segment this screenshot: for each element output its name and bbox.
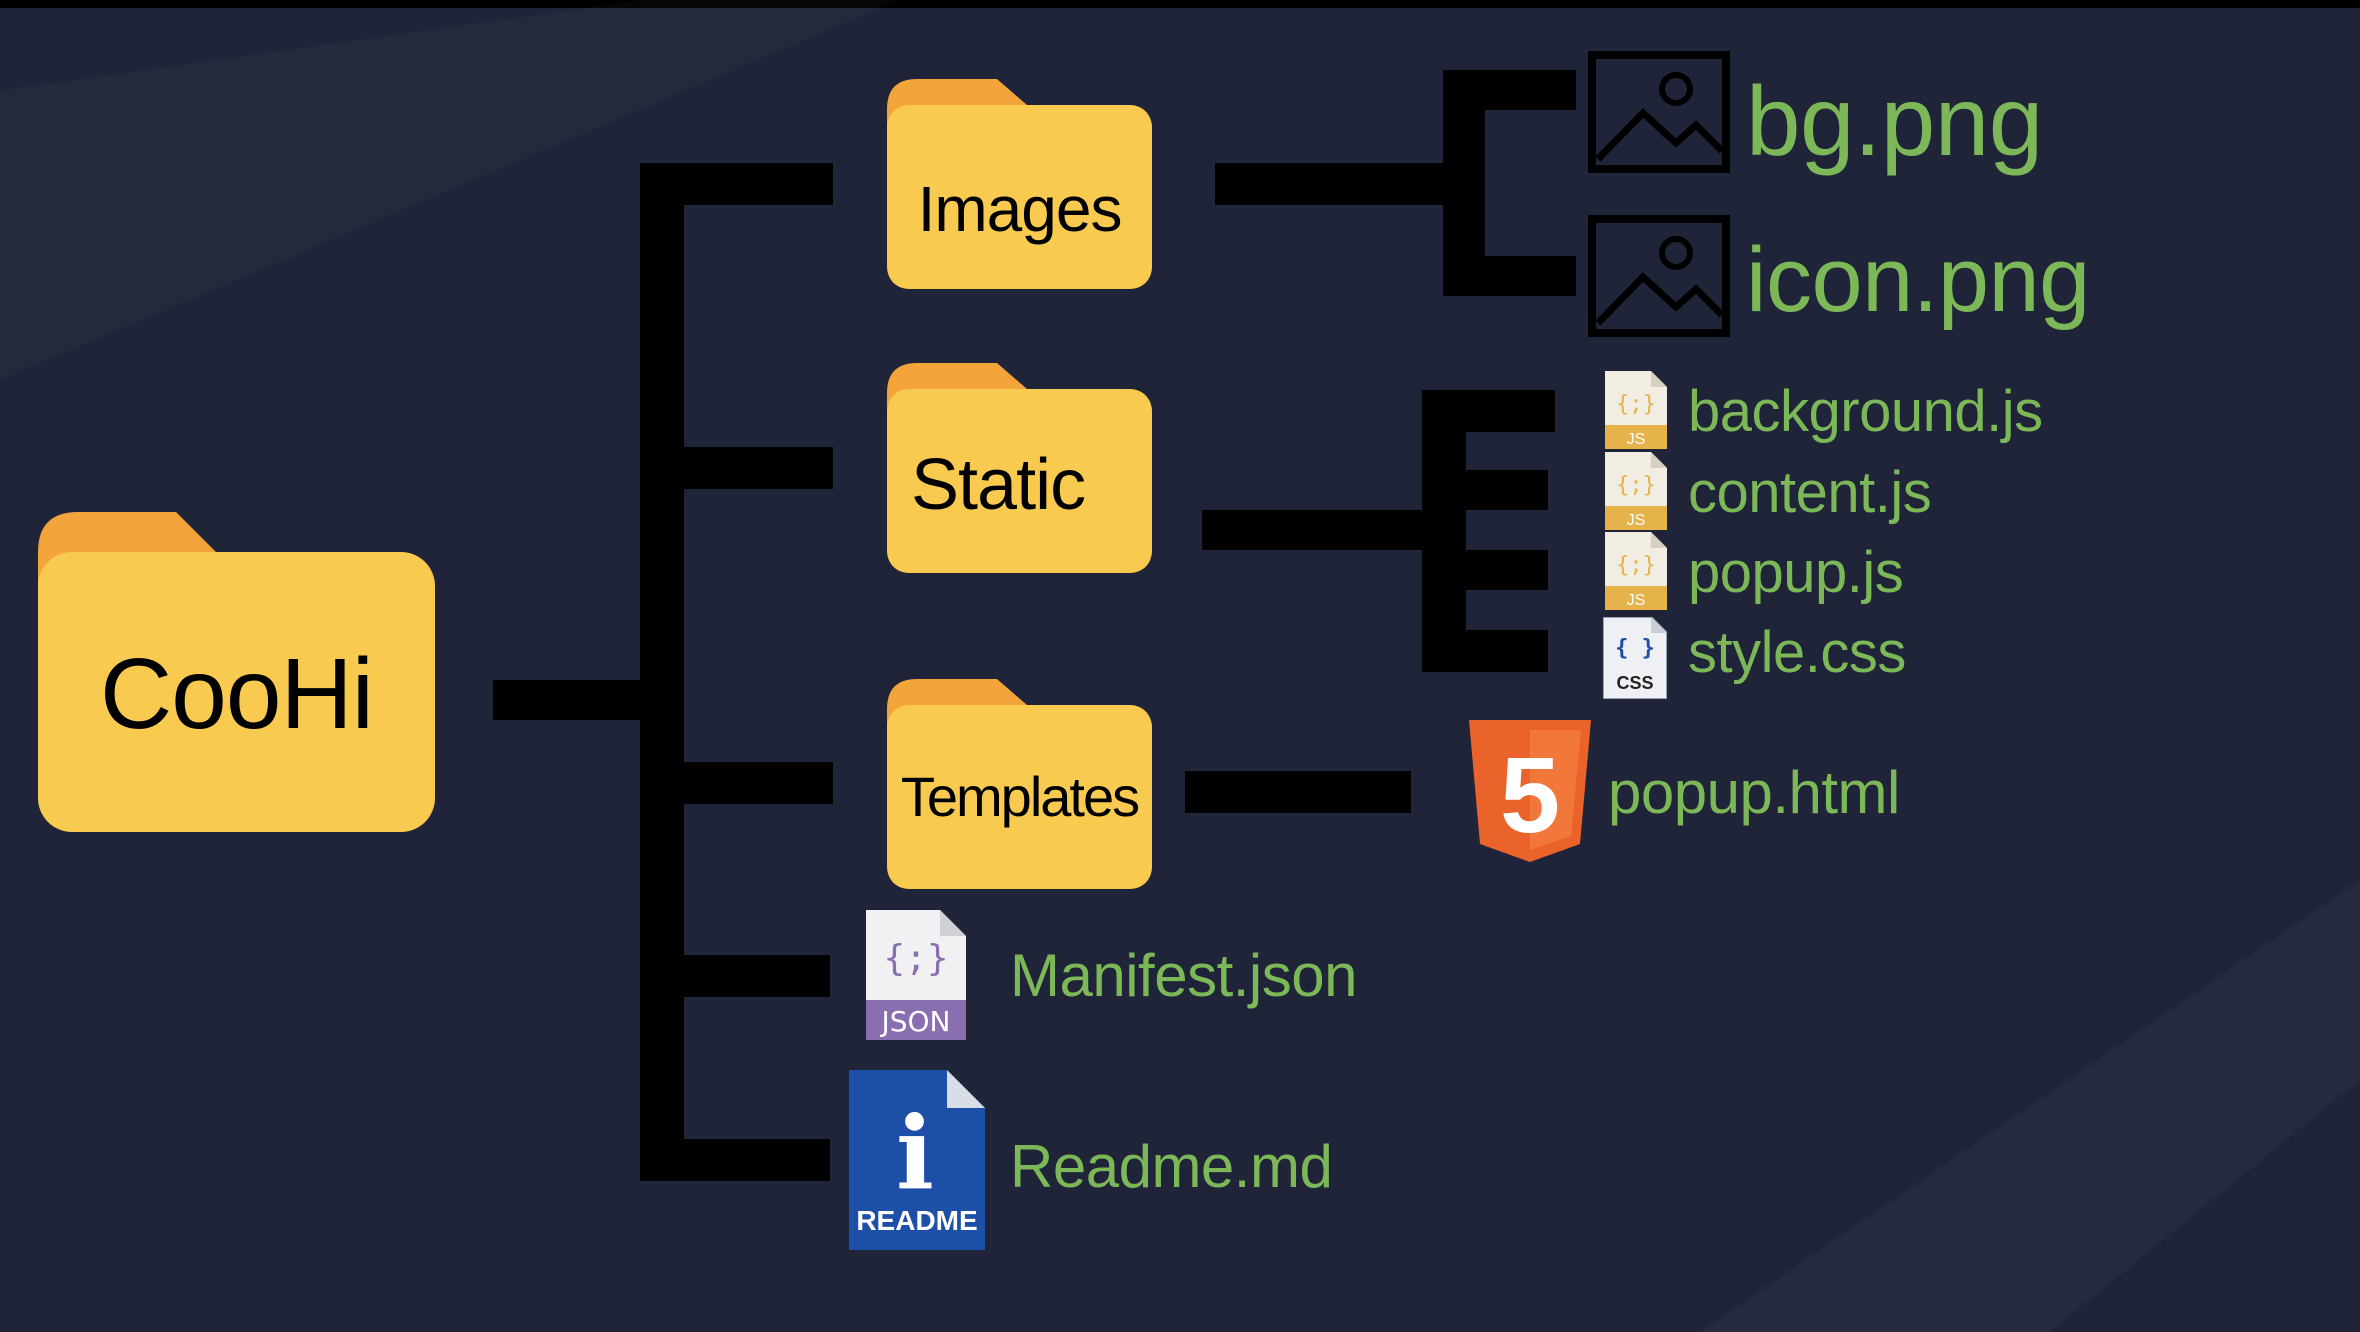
file-name-content-js: content.js	[1688, 460, 1932, 525]
image-icon	[1588, 215, 1730, 337]
file-name-popup-html: popup.html	[1608, 759, 1900, 826]
file-name-style-css: style.css	[1688, 620, 1906, 685]
folder-icon	[887, 363, 1152, 573]
branch-bg-png	[1443, 70, 1576, 110]
branch-popup-js	[1464, 550, 1548, 590]
folder-icon	[887, 679, 1152, 889]
folder-templates-label: Templates	[900, 765, 1140, 828]
image-icon	[1588, 51, 1730, 173]
branch-static	[640, 447, 833, 489]
js-file-icon: {;} JS	[1605, 532, 1667, 610]
svg-text:JSON: JSON	[879, 1005, 950, 1038]
file-name-manifest-json: Manifest.json	[1010, 942, 1358, 1009]
svg-text:JS: JS	[1627, 431, 1646, 448]
svg-text:{;}: {;}	[1616, 473, 1656, 498]
connector-templates-out	[1185, 771, 1411, 813]
folder-static: Static	[887, 363, 1152, 573]
svg-text:README: README	[856, 1205, 977, 1236]
connector-static-out	[1202, 510, 1427, 550]
folder-images: Images	[887, 79, 1152, 289]
js-file-icon: {;} JS	[1605, 371, 1667, 449]
branch-content-js	[1464, 470, 1548, 510]
connector-root-to-trunk	[493, 680, 643, 720]
svg-text:5: 5	[1500, 734, 1560, 855]
file-name-readme-md: Readme.md	[1010, 1133, 1333, 1200]
branch-manifest	[640, 955, 830, 997]
folder-images-label: Images	[917, 173, 1123, 245]
branch-images	[640, 163, 833, 205]
folder-icon	[887, 79, 1152, 289]
svg-text:{ }: { }	[1615, 636, 1655, 661]
trunk-vertical-line	[640, 163, 684, 1181]
folder-static-label: Static	[911, 445, 1086, 525]
branch-background-js	[1422, 390, 1555, 432]
top-border	[0, 0, 2360, 8]
readme-file-icon: i README	[849, 1070, 985, 1250]
svg-text:{;}: {;}	[1616, 553, 1656, 578]
svg-text:i: i	[896, 1094, 934, 1212]
svg-text:CSS: CSS	[1616, 673, 1653, 693]
file-name-icon-png: icon.png	[1746, 229, 2090, 331]
connector-images-out	[1215, 163, 1445, 205]
svg-text:JS: JS	[1627, 592, 1646, 609]
svg-text:{;}: {;}	[1616, 392, 1656, 417]
branch-style-css	[1464, 630, 1548, 672]
folder-templates: Templates	[887, 679, 1152, 889]
branch-templates	[640, 762, 833, 804]
root-folder-label: CooHi	[100, 638, 374, 750]
branch-readme	[640, 1139, 830, 1181]
json-file-icon: {;} JSON	[866, 910, 966, 1040]
branch-icon-png	[1443, 256, 1576, 296]
file-name-background-js: background.js	[1688, 379, 2043, 444]
svg-text:{;}: {;}	[883, 938, 948, 979]
html5-icon: 5	[1469, 720, 1591, 862]
css-file-icon: { } CSS	[1603, 617, 1667, 699]
static-vertical-line	[1422, 390, 1466, 672]
svg-text:JS: JS	[1627, 512, 1646, 529]
file-name-popup-js: popup.js	[1688, 540, 1904, 605]
file-name-bg-png: bg.png	[1746, 66, 2043, 176]
folder-icon	[38, 512, 435, 832]
root-folder-coohi: CooHi	[38, 512, 435, 832]
js-file-icon: {;} JS	[1605, 452, 1667, 530]
